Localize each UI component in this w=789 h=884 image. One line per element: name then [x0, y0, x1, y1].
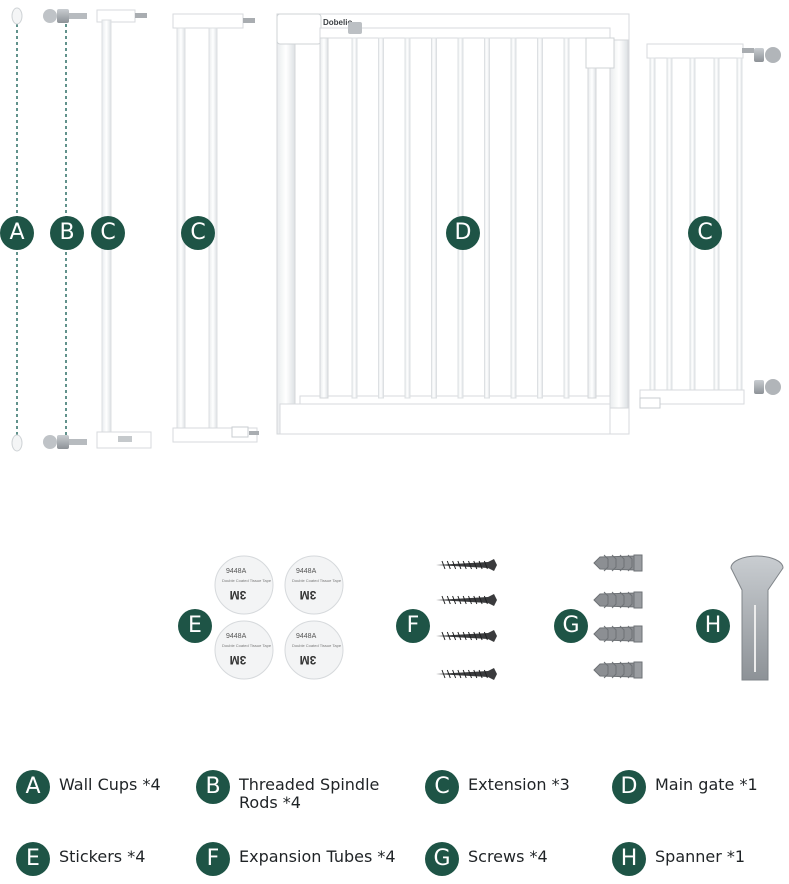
legend-text: Extension *3 [468, 775, 570, 794]
sticker-brand: 3M [300, 653, 317, 667]
legend-badge: D [612, 770, 646, 804]
screw [436, 630, 497, 642]
badge-h: H [696, 609, 730, 643]
main-gate: Dobelio [276, 13, 630, 435]
legend-badge: E [16, 842, 50, 876]
legend-item-b: B Threaded Spindle Rods *4 [196, 770, 379, 812]
legend-text: Stickers *4 [59, 847, 146, 866]
badge-a: A [0, 216, 34, 250]
legend-text: Screws *4 [468, 847, 548, 866]
sticker-code: 9448A [296, 568, 317, 575]
right-spindle-top [754, 47, 781, 63]
badge-c-right: C [688, 216, 722, 250]
sticker-disc: 9448A Double Coated Tissue Tape 3M [284, 620, 344, 680]
wall-cup-top [11, 7, 23, 25]
sticker-code: 9448A [296, 633, 317, 640]
screw [436, 668, 497, 680]
legend-item-h: H Spanner *1 [612, 842, 745, 876]
spindle-rods-part [43, 9, 87, 449]
stickers-part: 9448A Double Coated Tissue Tape 3M 9448A Dou… [214, 555, 344, 680]
expansion-plug [593, 661, 643, 679]
sticker-line: Double Coated Tissue Tape [222, 643, 272, 648]
badge-e: E [178, 609, 212, 643]
sticker-brand: 3M [230, 653, 247, 667]
sticker-code: 9448A [226, 633, 247, 640]
sticker-line: Double Coated Tissue Tape [292, 578, 342, 583]
sticker-brand: 3M [230, 588, 247, 602]
expansion-plug [593, 625, 643, 643]
wall-cup-bottom [11, 434, 23, 452]
spanner-part [730, 555, 784, 681]
badge-c-narrow: C [91, 216, 125, 250]
expansion-plug [593, 554, 643, 572]
legend-badge: G [425, 842, 459, 876]
screw [436, 559, 497, 571]
legend-text: Spanner *1 [655, 847, 746, 866]
legend-item-a: A Wall Cups *4 [16, 770, 161, 804]
legend-item-c: C Extension *3 [425, 770, 570, 804]
badge-c-wide: C [181, 216, 215, 250]
badge-b: B [50, 216, 84, 250]
legend-badge: C [425, 770, 459, 804]
sticker-brand: 3M [300, 588, 317, 602]
legend-text: Threaded Spindle Rods *4 [239, 775, 380, 812]
screw [436, 594, 497, 606]
legend-item-f: F Expansion Tubes *4 [196, 842, 396, 876]
legend-item-d: D Main gate *1 [612, 770, 758, 804]
right-spindle-bottom [754, 379, 781, 395]
badge-f: F [396, 609, 430, 643]
badge-g: G [554, 609, 588, 643]
expansion-tubes-part [593, 554, 643, 679]
expansion-plug [593, 591, 643, 609]
badge-d: D [446, 216, 480, 250]
brand-label: Dobelio [323, 18, 352, 27]
sticker-disc: 9448A Double Coated Tissue Tape 3M [284, 555, 344, 615]
sticker-disc: 9448A Double Coated Tissue Tape 3M [214, 620, 274, 680]
sticker-disc: 9448A Double Coated Tissue Tape 3M [214, 555, 274, 615]
legend-item-e: E Stickers *4 [16, 842, 145, 876]
sticker-line: Double Coated Tissue Tape [222, 578, 272, 583]
spindle-rod-bottom [43, 435, 87, 449]
legend-badge: F [196, 842, 230, 876]
gate-bars [319, 37, 597, 399]
spindle-rod-top [43, 9, 87, 23]
sticker-line: Double Coated Tissue Tape [292, 643, 342, 648]
screws-part [436, 559, 497, 680]
legend-item-g: G Screws *4 [425, 842, 548, 876]
sticker-code: 9448A [226, 568, 247, 575]
legend-badge: B [196, 770, 230, 804]
legend-text: Main gate *1 [655, 775, 758, 794]
legend-badge: A [16, 770, 50, 804]
legend-badge: H [612, 842, 646, 876]
legend-text: Wall Cups *4 [59, 775, 161, 794]
legend-text: Expansion Tubes *4 [239, 847, 396, 866]
